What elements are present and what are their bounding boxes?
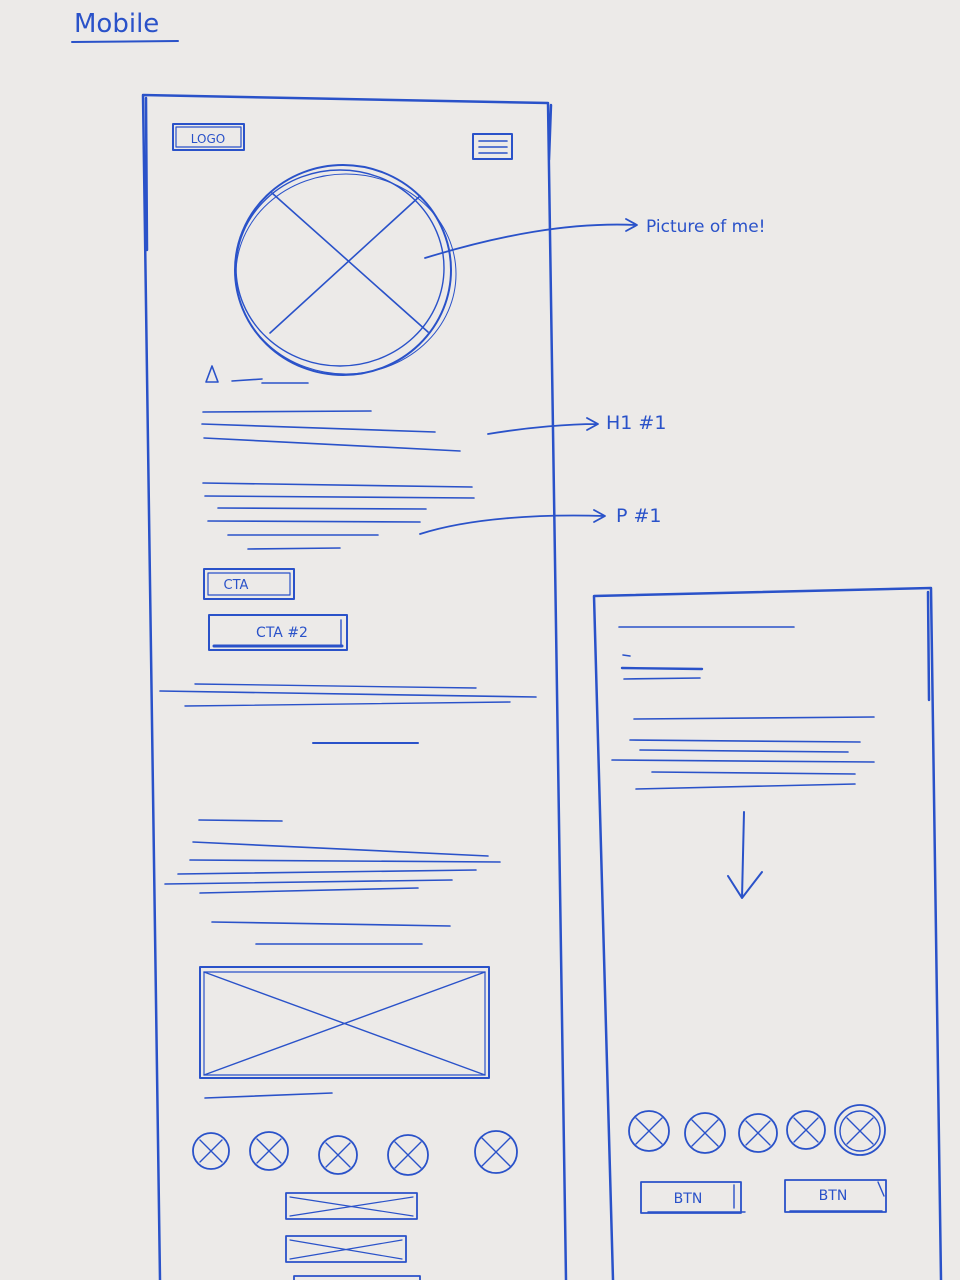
social-icon[interactable] [738,1113,778,1153]
secondary-button-right-label: BTN [819,1188,848,1204]
social-icons-row [192,1130,518,1176]
image-button[interactable] [293,1275,421,1280]
secondary-text-lines [611,626,875,790]
author-line [205,365,309,384]
secondary-button-left-label: BTN [674,1191,703,1207]
logo-label: LOGO [191,132,225,146]
title-underline [71,40,179,43]
social-icon[interactable] [834,1104,886,1156]
annotation-paragraph: P #1 [616,505,662,527]
mobile-frame-secondary [592,586,943,1280]
image-button[interactable] [285,1235,407,1263]
secondary-button-right[interactable]: BTN [784,1179,887,1213]
bottom-image-buttons [285,1192,421,1280]
social-icon[interactable] [474,1130,518,1174]
cta-secondary-button[interactable]: CTA #2 [208,614,348,651]
content-image-placeholder [199,966,490,1099]
cta-secondary-label: CTA #2 [256,625,308,641]
profile-image-placeholder [234,164,457,376]
logo-box[interactable]: LOGO [172,123,245,151]
social-icon[interactable] [249,1131,289,1171]
sketch-title: Mobile [74,9,159,39]
arrow-paragraph [419,509,606,535]
arrow-heading [487,417,599,435]
annotation-heading: H1 #1 [606,412,666,434]
cta-primary-label: CTA [224,578,249,593]
heading-lines [201,410,461,452]
arrow-picture [424,218,638,259]
section2-text-lines [164,819,501,945]
social-icon[interactable] [318,1135,358,1175]
secondary-social-icons-row [628,1104,886,1156]
annotation-picture: Picture of me! [646,217,766,237]
section-divider [159,683,537,707]
social-icon[interactable] [628,1110,670,1152]
hamburger-menu-icon[interactable] [472,133,513,160]
social-icon[interactable] [192,1132,230,1170]
image-button[interactable] [285,1192,418,1220]
social-icon[interactable] [387,1134,429,1176]
mobile-frame-main [141,93,568,1280]
paragraph-lines [202,482,475,550]
secondary-button-left[interactable]: BTN [640,1181,746,1214]
cta-primary-button[interactable]: CTA [203,568,295,600]
social-icon[interactable] [786,1110,826,1150]
social-icon[interactable] [684,1112,726,1154]
scroll-down-arrow-icon [727,811,763,899]
